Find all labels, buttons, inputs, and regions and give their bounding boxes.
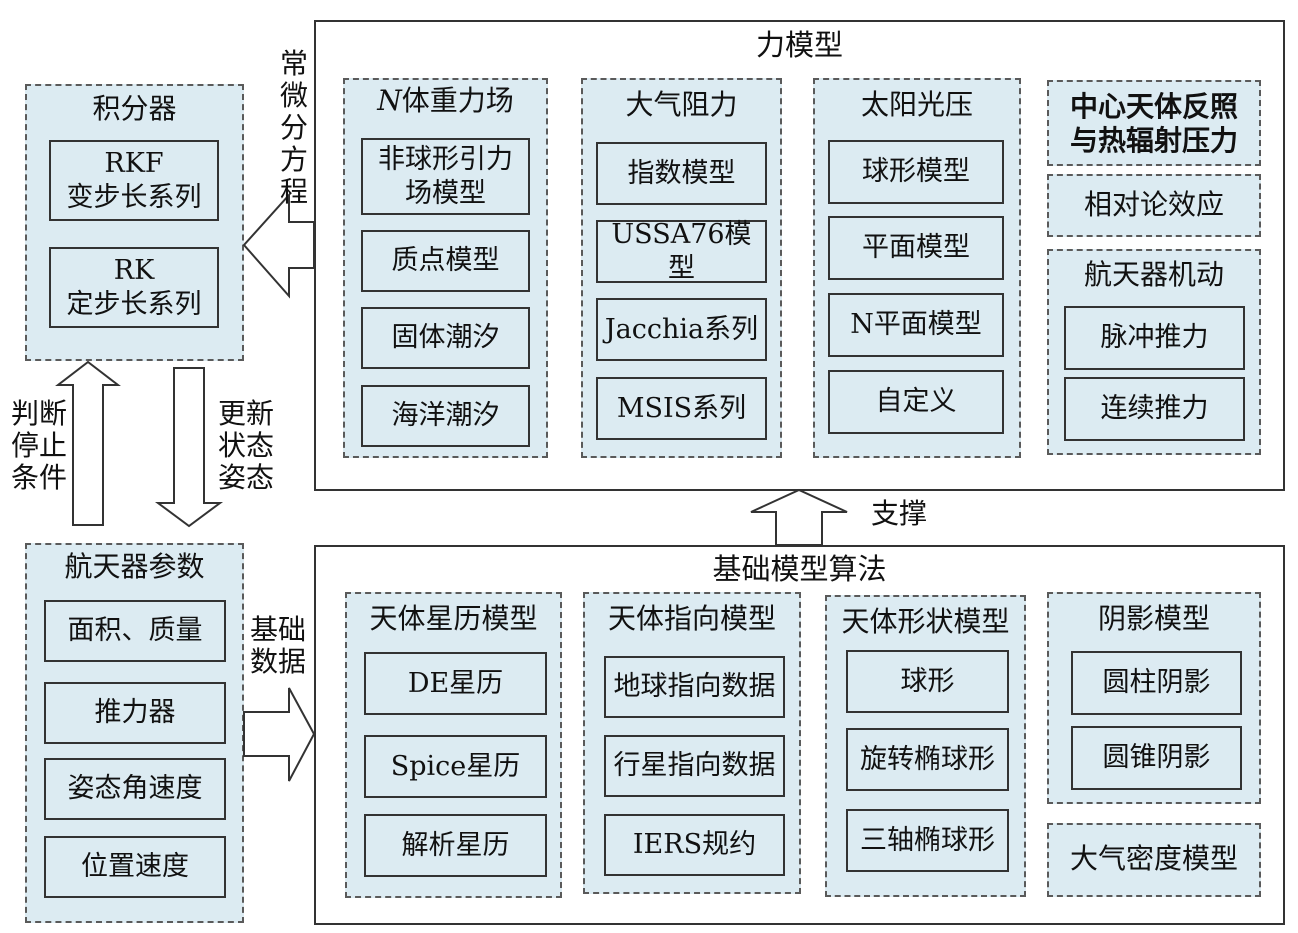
cone-shadow-item: 圆锥阴影 [1071,726,1242,790]
point-mass-item: 质点模型 [361,230,530,292]
support-arrow [750,488,848,546]
ussa76-model-item: USSA76模型 [596,219,767,284]
triaxial-ellipsoid-item: 三轴椭球形 [846,809,1009,872]
planet-orientation-item: 行星指向数据 [604,735,785,797]
maneuver-title: 航天器机动 [1083,258,1224,291]
custom-item: 自定义 [828,370,1004,434]
thruster-item: 推力器 [44,682,226,744]
nbody-title-prefix: N [377,84,402,117]
atmo-drag-title: 大气阻力 [625,88,738,121]
base-model-title: 基础模型算法 [712,552,887,586]
stop-condition-arrow [55,360,121,526]
spice-ephemeris-item: Spice星历 [364,735,547,798]
ode-arrow [242,192,315,299]
relativity-panel [1047,174,1261,237]
area-mass-item: 面积、质量 [44,600,226,662]
jacchia-item: Jacchia系列 [596,298,767,361]
stop-condition-label: 判断 停止 条件 [10,397,67,494]
shadow-title: 阴影模型 [1097,602,1210,635]
impulse-thrust-item: 脉冲推力 [1064,306,1245,370]
earth-orientation-item: 地球指向数据 [604,656,785,718]
density-title: 大气密度模型 [1069,842,1238,875]
spherical-model-item: 球形模型 [828,140,1004,204]
sphere-item: 球形 [846,650,1009,713]
attitude-rate-item: 姿态角速度 [44,758,226,820]
msis-item: MSIS系列 [596,377,767,440]
nbody-title-rest: 体重力场 [401,84,514,117]
spheroid-item: 旋转椭球形 [846,728,1009,791]
basic-data-label: 基础 数据 [249,613,306,678]
ephemeris-title: 天体星历模型 [369,602,538,635]
force-model-title: 力模型 [755,28,843,62]
cylinder-shadow-item: 圆柱阴影 [1071,651,1242,715]
rk-line2: 定步长系列 [66,288,202,320]
ode-label: 常 微 分 方 程 [279,47,308,208]
basic-data-arrow [243,687,316,782]
n-plane-model-item: N平面模型 [828,293,1004,357]
nbody-gravity-title: N体重力场 [343,84,548,118]
nonspherical-gravity-item: 非球形引力 场模型 [361,138,530,215]
analytic-ephemeris-item: 解析星历 [364,814,547,877]
ocean-tide-item: 海洋潮汐 [361,385,530,447]
plane-model-item: 平面模型 [828,216,1004,280]
de-ephemeris-item: DE星历 [364,652,547,715]
rkf-item: RKF 变步长系列 [49,140,219,221]
rk-item: RK 定步长系列 [49,247,219,328]
exponential-model-item: 指数模型 [596,142,767,205]
solid-tide-item: 固体潮汐 [361,307,530,369]
albedo-title: 中心天体反照 与热辐射压力 [1069,90,1238,157]
continuous-thrust-item: 连续推力 [1064,377,1245,441]
spacecraft-title: 航天器参数 [64,550,205,583]
rk-line1: RK [113,254,155,286]
support-label: 支撑 [870,497,927,530]
integrator-title: 积分器 [92,92,177,125]
update-state-arrow [154,367,224,528]
iers-conventions-item: IERS规约 [604,814,785,876]
density-panel [1047,823,1261,897]
position-velocity-item: 位置速度 [44,836,226,898]
solar-pressure-title: 太阳光压 [860,88,973,121]
orientation-title: 天体指向模型 [607,602,776,635]
shape-title: 天体形状模型 [841,605,1010,638]
rkf-line1: RKF [104,147,164,179]
rkf-line2: 变步长系列 [66,181,202,213]
update-state-label: 更新 状态 姿态 [217,397,274,494]
albedo-panel [1047,80,1261,166]
relativity-title: 相对论效应 [1083,188,1224,221]
